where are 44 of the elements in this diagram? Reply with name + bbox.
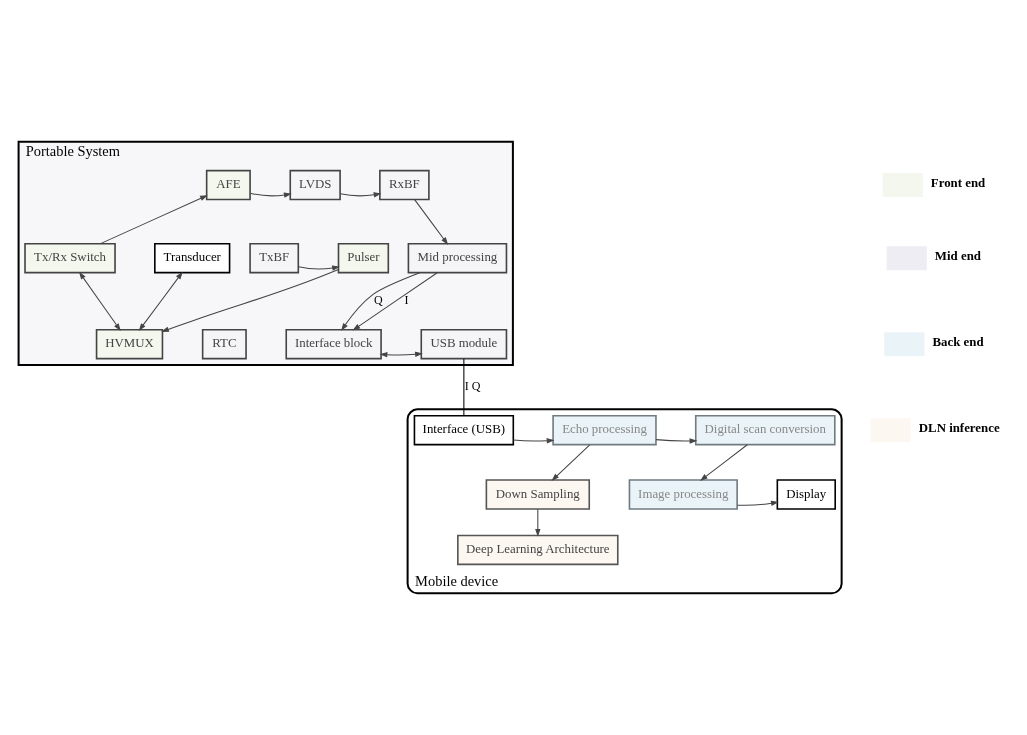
node-box: Echo processing — [552, 414, 657, 446]
legend-label: Back end — [932, 335, 984, 350]
arrow — [100, 195, 208, 245]
arrow — [249, 192, 292, 198]
node-box: RTC — [201, 328, 247, 360]
edge-label: Q — [373, 293, 383, 307]
legend-label: Mid end — [934, 249, 981, 264]
legend-label: Front end — [930, 176, 986, 191]
node-box: HVMUX — [95, 328, 164, 360]
node-box: Deep Learning Architecture — [457, 534, 619, 566]
arrow — [700, 444, 748, 481]
node-box: Image processing — [628, 479, 738, 510]
node-box: Interface block — [285, 328, 382, 360]
node-box: Down Sampling — [485, 479, 591, 510]
node-box: Mid processing — [407, 242, 508, 274]
arrow — [78, 271, 121, 331]
arrow — [379, 351, 423, 358]
node-box: Tx/Rx Switch — [24, 242, 116, 274]
arrow — [298, 265, 340, 271]
arrow — [414, 199, 449, 245]
node-box: Pulser — [337, 242, 390, 274]
legend-label: DLN inference — [918, 421, 1000, 436]
node-box: AFE — [205, 169, 251, 201]
edge-label: I — [404, 293, 409, 307]
node-box: LVDS — [289, 169, 341, 201]
node-box: USB module — [420, 328, 508, 360]
node-box: Display — [776, 479, 836, 510]
arrow — [138, 271, 183, 331]
arrow — [341, 272, 421, 331]
arrow — [551, 444, 591, 481]
arrow — [655, 438, 698, 444]
arrow — [736, 500, 779, 507]
node-box: RxBF — [379, 169, 430, 201]
edge-label: I Q — [464, 379, 481, 394]
node-box: Digital scan conversion — [694, 414, 836, 446]
node-box: Interface (USB) — [413, 414, 515, 446]
node-box: Transducer — [154, 242, 231, 274]
arrow — [339, 192, 382, 198]
arrow — [352, 272, 438, 331]
arrow — [161, 269, 339, 332]
connector — [463, 358, 465, 417]
node-box: TxBF — [249, 242, 300, 274]
arrow — [512, 438, 555, 444]
arrow — [535, 508, 541, 537]
